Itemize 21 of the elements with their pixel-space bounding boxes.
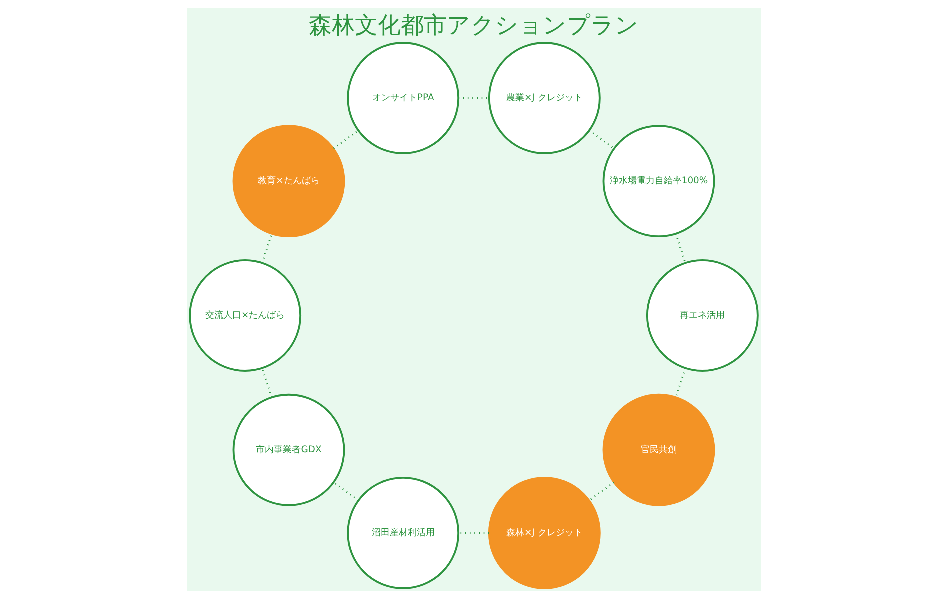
node-circle: 沼田産材利活用 <box>347 477 460 590</box>
connector <box>675 234 686 264</box>
connector <box>262 234 273 264</box>
diagram-title: 森林文化都市アクションプラン <box>309 13 639 40</box>
connector <box>262 368 273 398</box>
connector <box>675 368 686 398</box>
connector <box>458 97 490 100</box>
node-circle: 農業×J クレジット <box>488 42 601 154</box>
node-circle: 市内事業者GDX <box>232 394 346 506</box>
connector <box>333 130 360 150</box>
connector <box>588 130 615 150</box>
node-circle: 森林×J クレジット <box>488 477 601 590</box>
node-circle: 教育×たんばら <box>232 125 346 238</box>
connector <box>458 532 490 534</box>
node-circle: 官民共創 <box>602 394 716 506</box>
node-circle: オンサイトPPA <box>347 42 460 154</box>
node-circle: 浄水場電力自給率100% <box>602 125 716 238</box>
connector <box>333 482 360 502</box>
node-circle: 交流人口×たんばら <box>189 260 302 372</box>
connector <box>588 482 615 502</box>
node-circle: 再エネ活用 <box>646 260 759 372</box>
